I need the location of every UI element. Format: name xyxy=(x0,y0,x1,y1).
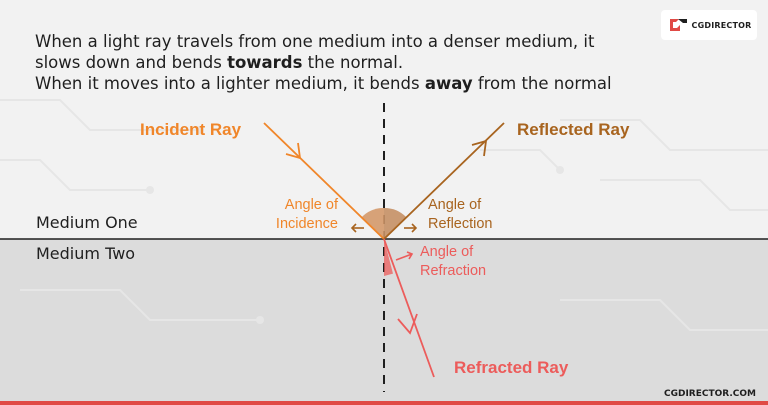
refracted-arrow-icon xyxy=(397,313,418,335)
reflection-pointer-arrow-icon xyxy=(404,223,418,233)
angle-of-refraction-arc xyxy=(384,239,393,276)
refracted-ray xyxy=(383,238,435,378)
refracted-ray-label: Refracted Ray xyxy=(454,358,569,377)
emphasis-towards: towards xyxy=(227,53,303,72)
intro-text: When a light ray travels from one medium… xyxy=(35,31,685,94)
incident-arrow-icon xyxy=(285,142,302,160)
footer-url: CGDIRECTOR.COM xyxy=(663,389,756,399)
intro-line-3: When it moves into a lighter medium, it … xyxy=(35,74,612,93)
intro-line-1: When a light ray travels from one medium… xyxy=(35,32,595,51)
brand-logo: CGDIRECTOR xyxy=(661,10,757,40)
medium-two-label: Medium Two xyxy=(36,244,136,263)
reflected-ray-label: Reflected Ray xyxy=(517,120,630,139)
logo-text: CGDIRECTOR xyxy=(691,20,752,30)
incidence-pointer-arrow-icon xyxy=(350,223,364,233)
intro-line-2: slows down and bends towards the normal. xyxy=(35,53,404,72)
emphasis-away: away xyxy=(424,74,473,93)
bottom-accent-bar xyxy=(0,401,768,405)
cg-logo-icon xyxy=(669,19,687,31)
angle-of-reflection-label: Angle of Reflection xyxy=(428,197,493,232)
refraction-pointer-arrow-icon xyxy=(395,251,414,261)
angle-of-refraction-label: Angle of Refraction xyxy=(420,244,487,279)
angle-of-incidence-label: Angle of Incidence xyxy=(275,197,338,232)
reflected-arrow-icon xyxy=(471,139,488,157)
medium-one-label: Medium One xyxy=(36,213,138,232)
angle-of-incidence-arc xyxy=(361,207,384,239)
incident-ray-label: Incident Ray xyxy=(140,120,242,139)
incident-ray xyxy=(263,122,385,240)
angle-of-reflection-arc xyxy=(384,207,407,239)
